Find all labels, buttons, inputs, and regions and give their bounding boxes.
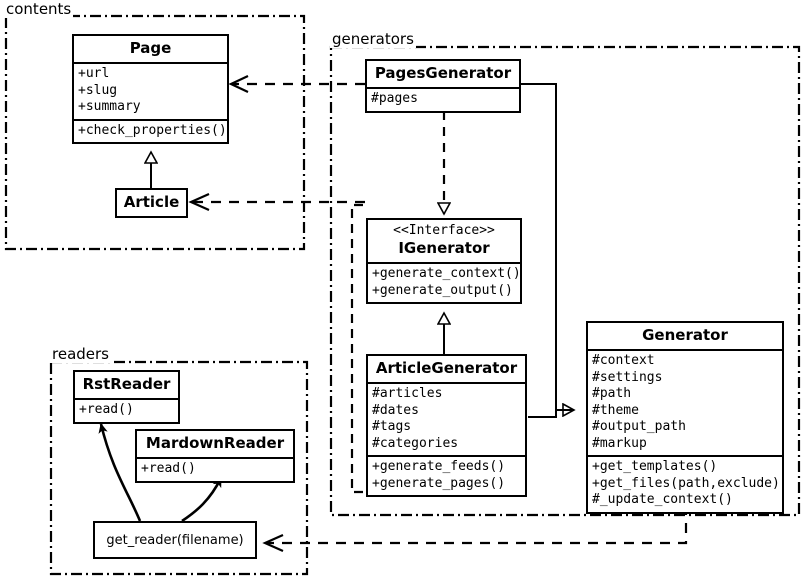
attribute-row: +slug xyxy=(78,82,118,98)
method-row: +read() xyxy=(141,461,196,476)
function-box-get-reader[interactable]: get_reader(filename) xyxy=(93,521,257,559)
package-label-contents: contents xyxy=(4,0,74,18)
relation-articlegenerator-to-generator xyxy=(528,409,574,418)
class-box-articlegenerator[interactable]: ArticleGenerator #articles #dates #tags … xyxy=(366,354,527,497)
class-name-generator: Generator xyxy=(642,326,728,344)
method-row: +generate_output() xyxy=(372,282,513,298)
class-name-igenerator: IGenerator xyxy=(398,239,490,257)
class-methods-articlegenerator: +generate_feeds() +generate_pages() xyxy=(368,455,525,495)
attribute-row: +url xyxy=(78,66,110,81)
class-box-generator[interactable]: Generator #context #settings #path #them… xyxy=(586,321,784,514)
class-box-igenerator[interactable]: <<Interface>> IGenerator +generate_conte… xyxy=(366,218,522,304)
attribute-row: #settings xyxy=(592,369,663,385)
relation-pagesgenerator-to-generator xyxy=(521,83,574,410)
relation-getreader-to-mardownreader xyxy=(181,477,223,523)
method-row: +read() xyxy=(79,402,134,417)
attribute-row: #categories xyxy=(372,435,459,451)
package-label-readers: readers xyxy=(50,345,111,363)
relation-articlegenerator-to-article xyxy=(188,192,365,212)
class-header-igenerator: <<Interface>> IGenerator xyxy=(368,220,520,262)
attribute-row: #theme xyxy=(592,402,639,418)
class-box-pagesgenerator[interactable]: PagesGenerator #pages xyxy=(365,59,521,113)
attribute-row: #pages xyxy=(371,91,418,106)
class-attributes-generator: #context #settings #path #theme #output_… xyxy=(588,349,782,455)
attribute-row: #output_path xyxy=(592,419,686,434)
method-row: +get_templates() xyxy=(592,459,718,474)
relation-pagesgenerator-to-page xyxy=(228,75,365,93)
method-row: +generate_pages() xyxy=(372,475,506,491)
attribute-row: #tags xyxy=(372,419,412,434)
class-box-rstreader[interactable]: RstReader +read() xyxy=(73,370,180,424)
method-row: +generate_context() xyxy=(372,266,521,281)
method-row: +get_files(path,exclude) xyxy=(592,475,780,491)
class-name-pagesgenerator: PagesGenerator xyxy=(374,64,512,82)
attribute-row: #dates xyxy=(372,402,419,418)
package-label-generators: generators xyxy=(330,30,416,48)
method-row: #_update_context() xyxy=(592,492,733,507)
class-methods-page: +check_properties() xyxy=(74,118,227,143)
class-box-page[interactable]: Page +url +slug +summary +check_properti… xyxy=(72,34,229,144)
class-methods-mardownreader: +read() xyxy=(137,457,293,481)
attribute-row: #markup xyxy=(592,435,647,451)
class-box-article[interactable]: Article xyxy=(115,188,188,218)
class-attributes-pagesgenerator: #pages xyxy=(367,87,519,111)
generators-inner-bracket xyxy=(350,203,363,494)
class-name-mardownreader: MardownReader xyxy=(145,434,285,452)
class-name-page: Page xyxy=(129,39,172,57)
class-attributes-page: +url +slug +summary xyxy=(74,62,227,119)
method-row: +generate_feeds() xyxy=(372,459,506,474)
class-methods-generator: +get_templates() +get_files(path,exclude… xyxy=(588,455,782,512)
class-name-articlegenerator: ArticleGenerator xyxy=(375,359,518,377)
class-stereotype-igenerator: <<Interface>> xyxy=(393,223,495,238)
class-box-mardownreader[interactable]: MardownReader +read() xyxy=(135,429,295,483)
class-name-article: Article xyxy=(123,193,180,211)
class-methods-rstreader: +read() xyxy=(75,398,178,422)
attribute-row: #context xyxy=(592,353,655,368)
attribute-row: #articles xyxy=(372,386,443,401)
method-row: +check_properties() xyxy=(78,122,227,138)
class-methods-igenerator: +generate_context() +generate_output() xyxy=(368,262,521,302)
class-name-rstreader: RstReader xyxy=(82,375,171,393)
function-name-get-reader: get_reader(filename) xyxy=(106,532,244,548)
attribute-row: +summary xyxy=(78,99,141,114)
class-attributes-articlegenerator: #articles #dates #tags #categories xyxy=(368,382,525,455)
attribute-row: #path xyxy=(592,386,632,401)
